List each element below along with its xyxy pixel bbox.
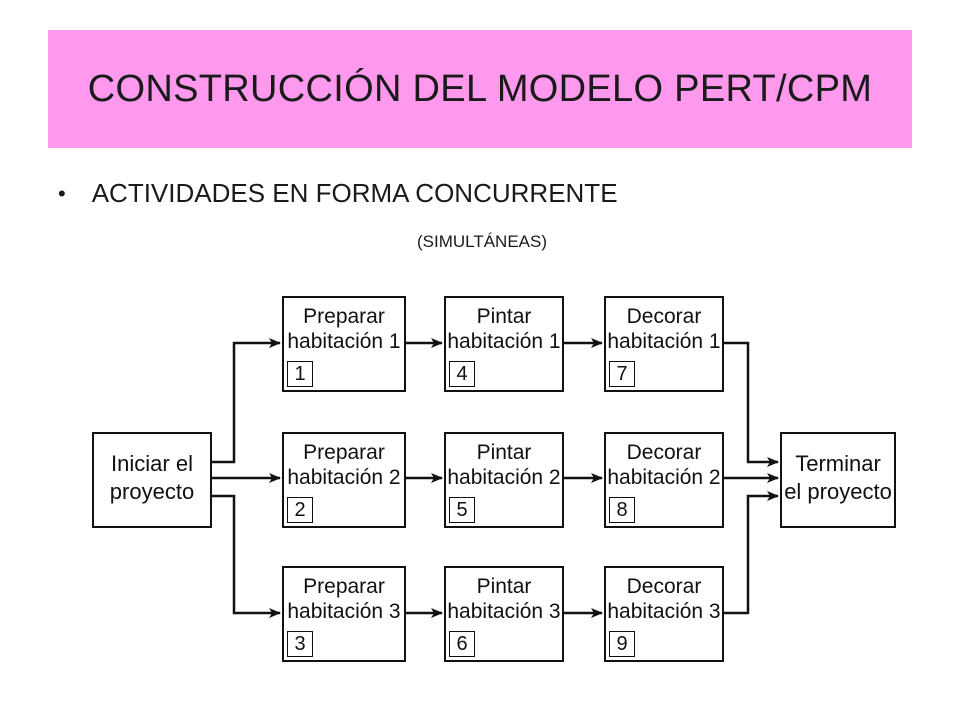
node-activity-number: 9 [609, 631, 635, 657]
node-activity-label: Preparar habitación 1 [287, 305, 401, 353]
node-activity-number: 1 [287, 361, 313, 387]
connector-9-to-end [724, 491, 779, 615]
node-activity-number: 4 [449, 361, 475, 387]
node-activity-8: Decorar habitación 2 8 [604, 432, 724, 528]
node-activity-number: 2 [287, 497, 313, 523]
node-end-label: Terminar el proyecto [784, 451, 892, 504]
bullet-item: • ACTIVIDADES EN FORMA CONCURRENTE [58, 178, 618, 209]
title-banner: CONSTRUCCIÓN DEL MODELO PERT/CPM [48, 30, 912, 148]
node-activity-label: Decorar habitación 3 [607, 575, 721, 623]
node-activity-number: 8 [609, 497, 635, 523]
node-activity-6: Pintar habitación 3 6 [444, 566, 564, 662]
node-activity-number: 5 [449, 497, 475, 523]
node-activity-label: Decorar habitación 2 [607, 441, 721, 489]
bullet-text: ACTIVIDADES EN FORMA CONCURRENTE [91, 178, 618, 208]
node-activity-label: Pintar habitación 1 [447, 305, 561, 353]
connector-7-to-end [724, 341, 779, 467]
node-activity-label: Preparar habitación 2 [287, 441, 401, 489]
node-activity-5: Pintar habitación 2 5 [444, 432, 564, 528]
node-start-label: Iniciar el proyecto [109, 451, 195, 504]
node-activity-number: 6 [449, 631, 475, 657]
connector-start-to-1 [212, 338, 281, 464]
node-activity-4: Pintar habitación 1 4 [444, 296, 564, 392]
node-activity-number: 7 [609, 361, 635, 387]
node-activity-label: Pintar habitación 2 [447, 441, 561, 489]
page-title: CONSTRUCCIÓN DEL MODELO PERT/CPM [87, 67, 873, 110]
node-end: Terminar el proyecto [780, 432, 896, 528]
bullet-dot-icon: • [58, 180, 66, 206]
node-activity-number: 3 [287, 631, 313, 657]
node-start: Iniciar el proyecto [92, 432, 212, 528]
node-activity-2: Preparar habitación 2 2 [282, 432, 406, 528]
node-activity-1: Preparar habitación 1 1 [282, 296, 406, 392]
node-activity-9: Decorar habitación 3 9 [604, 566, 724, 662]
subtitle: (SIMULTÁNEAS) [0, 232, 960, 252]
node-activity-7: Decorar habitación 1 7 [604, 296, 724, 392]
connector-start-to-3 [212, 494, 281, 618]
node-activity-label: Preparar habitación 3 [287, 575, 401, 623]
subtitle-text: (SIMULTÁNEAS) [416, 232, 548, 251]
node-activity-label: Decorar habitación 1 [607, 305, 721, 353]
node-activity-3: Preparar habitación 3 3 [282, 566, 406, 662]
node-activity-label: Pintar habitación 3 [447, 575, 561, 623]
